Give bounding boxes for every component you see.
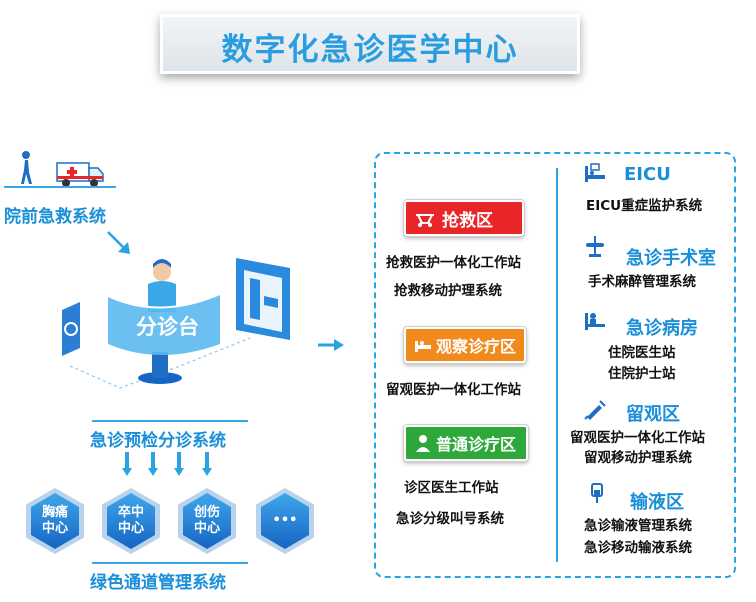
- down-arrow-4: [202, 452, 212, 478]
- area-rescue-label: 抢救区: [442, 210, 493, 231]
- general-item-1: 诊区医生工作站: [404, 480, 499, 496]
- ambulance-icon: [56, 162, 104, 187]
- ward-item-2: 住院护士站: [608, 366, 676, 382]
- stroke-center-hex: 卒中中心: [102, 488, 160, 554]
- prehospital-label: 院前急救系统: [4, 207, 106, 227]
- bed-icon: [414, 334, 432, 356]
- area-observation: 观察诊疗区: [403, 326, 527, 364]
- eicu-heading: EICU: [624, 164, 671, 185]
- area-rescue: 抢救区: [403, 199, 525, 237]
- observation-r-item-1: 留观医护一体化工作站: [570, 430, 705, 446]
- ward-item-1: 住院医生站: [608, 345, 676, 361]
- prehospital-underline: [4, 186, 116, 188]
- infusion-heading: 输液区: [630, 492, 684, 513]
- page-title: 数字化急诊医学中心: [221, 32, 519, 68]
- eicu-item-1: EICU重症监护系统: [586, 198, 703, 214]
- emergency-areas-panel: [374, 152, 736, 578]
- icu-bed-icon: [585, 163, 605, 182]
- observation-r-item-2: 留观移动护理系统: [584, 450, 692, 466]
- title-banner: 数字化急诊医学中心: [160, 14, 580, 74]
- triage-system-label: 急诊预检分诊系统: [90, 431, 226, 451]
- area-general: 普通诊疗区: [403, 424, 529, 462]
- rescue-item-2: 抢救移动护理系统: [394, 283, 502, 299]
- infusion-item-1: 急诊输液管理系统: [584, 518, 692, 534]
- infusion-item-2: 急诊移动输液系统: [584, 540, 692, 556]
- surgery-item-1: 手术麻醉管理系统: [588, 274, 696, 290]
- stretcher-icon: [414, 207, 436, 229]
- panel-divider: [556, 168, 558, 562]
- triage-system-underline: [92, 420, 248, 422]
- ward-icon: [585, 313, 605, 330]
- arrow-to-panel: [318, 339, 344, 351]
- green-channel-label: 绿色通道管理系统: [90, 573, 226, 593]
- down-arrow-1: [122, 452, 132, 478]
- area-general-label: 普通诊疗区: [436, 435, 517, 454]
- surgical-light-icon: [586, 236, 604, 257]
- chest-pain-center-hex: 胸痛中心: [26, 488, 84, 554]
- area-observation-label: 观察诊疗区: [436, 337, 517, 356]
- observation-item-1: 留观医护一体化工作站: [386, 382, 521, 398]
- ward-heading: 急诊病房: [626, 318, 698, 339]
- down-arrow-3: [174, 452, 184, 478]
- iv-drip-icon: [591, 483, 603, 503]
- green-channel-underline: [92, 562, 248, 564]
- more-centers-hex: •••: [256, 488, 314, 554]
- arrow-to-desk: [107, 231, 130, 254]
- triage-desk-label: 分诊台: [136, 315, 199, 339]
- syringe-icon: [584, 400, 606, 420]
- observation-heading: 留观区: [626, 404, 680, 425]
- rescue-item-1: 抢救医护一体化工作站: [386, 255, 521, 271]
- surgery-heading: 急诊手术室: [626, 248, 716, 269]
- walking-person-icon: [21, 151, 32, 184]
- triage-desk-illustration: [62, 258, 290, 389]
- general-item-2: 急诊分级叫号系统: [396, 511, 504, 527]
- doctor-icon: [414, 432, 432, 454]
- down-arrow-2: [148, 452, 158, 478]
- trauma-center-hex: 创伤中心: [178, 488, 236, 554]
